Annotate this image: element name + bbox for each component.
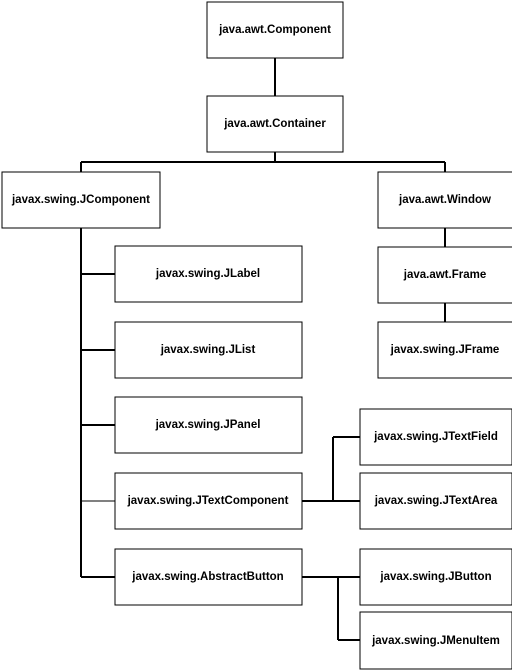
node-javax-swing-jtextarea: javax.swing.JTextArea (359, 472, 512, 530)
node-label: java.awt.Window (398, 194, 491, 206)
node-label: javax.swing.JTextComponent (127, 495, 289, 507)
node-javax-swing-jlabel: javax.swing.JLabel (114, 245, 303, 303)
node-javax-swing-jpanel: javax.swing.JPanel (114, 396, 303, 454)
node-javax-swing-jtextcomponent: javax.swing.JTextComponent (114, 472, 303, 530)
node-javax-swing-jbutton: javax.swing.JButton (359, 548, 512, 606)
node-label: java.awt.Component (218, 24, 331, 36)
node-label: javax.swing.JButton (379, 571, 491, 583)
node-label: javax.swing.JList (160, 344, 256, 356)
node-label: javax.swing.JMenuItem (371, 635, 500, 647)
node-label: java.awt.Container (223, 118, 326, 130)
node-javax-swing-jtextfield: javax.swing.JTextField (359, 408, 512, 466)
node-label: javax.swing.AbstractButton (131, 571, 283, 583)
node-label: javax.swing.JPanel (155, 419, 261, 431)
node-java-awt-frame: java.awt.Frame (377, 246, 512, 304)
node-label: java.awt.Frame (403, 269, 486, 281)
node-label: javax.swing.JLabel (155, 268, 260, 280)
node-java-awt-component: java.awt.Component (206, 1, 344, 59)
node-label: javax.swing.JComponent (11, 194, 150, 206)
node-label: javax.swing.JTextArea (374, 495, 498, 507)
node-javax-swing-jframe: javax.swing.JFrame (377, 321, 512, 379)
node-javax-swing-jcomponent: javax.swing.JComponent (1, 171, 161, 229)
connectors (80, 58, 446, 641)
node-javax-swing-jlist: javax.swing.JList (114, 321, 303, 379)
node-label: javax.swing.JFrame (390, 344, 500, 356)
node-label: javax.swing.JTextField (373, 431, 498, 443)
node-javax-swing-abstractbutton: javax.swing.AbstractButton (114, 548, 303, 606)
node-java-awt-window: java.awt.Window (377, 171, 512, 229)
node-java-awt-container: java.awt.Container (206, 95, 344, 153)
node-javax-swing-jmenuitem: javax.swing.JMenuItem (359, 611, 512, 670)
